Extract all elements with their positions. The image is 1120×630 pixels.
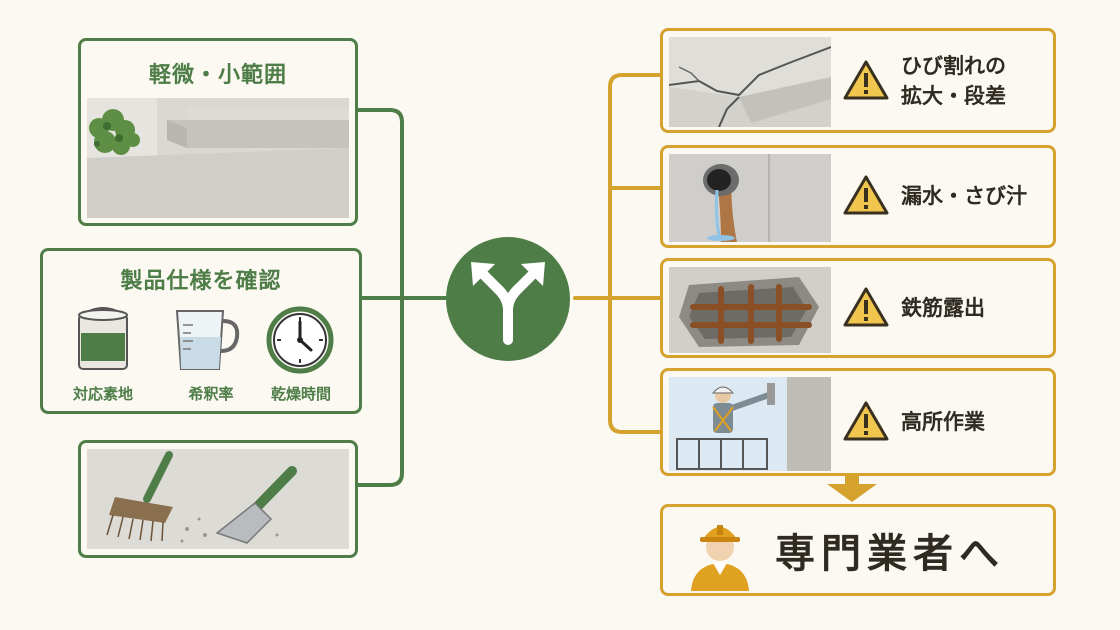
spec-label-drying-time: 乾燥時間 <box>270 385 331 403</box>
paint-can-icon <box>73 303 133 373</box>
risk-label-height: 高所作業 <box>901 410 985 434</box>
exposed-rebar-illustration <box>669 267 831 353</box>
risk-card-rebar: 鉄筋露出 <box>660 258 1056 358</box>
worker-on-lift-illustration <box>669 377 831 471</box>
concrete-floor-illustration <box>87 98 349 218</box>
warning-icon <box>843 174 889 216</box>
risk-card-leak: 漏水・さび汁 <box>660 145 1056 248</box>
minor-damage-card: 軽微・小範囲 <box>78 38 358 226</box>
risk-label-leak: 漏水・さび汁 <box>901 184 1027 208</box>
cracked-concrete-illustration <box>669 37 831 127</box>
warning-icon <box>843 400 889 442</box>
leaking-pipe-illustration <box>669 154 831 242</box>
risk-card-height: 高所作業 <box>660 368 1056 476</box>
worker-helmet-icon <box>685 513 755 591</box>
product-spec-card: 製品仕様を確認 対応素地 希釈率 <box>40 248 362 414</box>
minor-damage-title: 軽微・小範囲 <box>148 63 287 88</box>
measuring-cup-icon <box>173 307 243 373</box>
down-arrow-icon <box>827 472 877 502</box>
broom-scraper-illustration <box>87 449 349 549</box>
warning-icon <box>843 59 889 101</box>
risk-label-rebar: 鉄筋露出 <box>901 296 985 320</box>
risk-label-crack: ひび割れの 拡大・段差 <box>901 54 1006 108</box>
result-card: 専門業者へ <box>660 504 1056 596</box>
spec-label-substrate: 対応素地 <box>72 385 133 403</box>
warning-icon <box>843 286 889 328</box>
risk-card-crack: ひび割れの 拡大・段差 <box>660 28 1056 133</box>
result-label: 専門業者へ <box>775 531 1005 577</box>
clock-icon <box>265 305 335 375</box>
surface-prep-card <box>78 440 358 558</box>
branch-split-icon <box>443 236 573 362</box>
spec-label-dilution: 希釈率 <box>188 385 234 403</box>
product-spec-title: 製品仕様を確認 <box>120 269 282 294</box>
